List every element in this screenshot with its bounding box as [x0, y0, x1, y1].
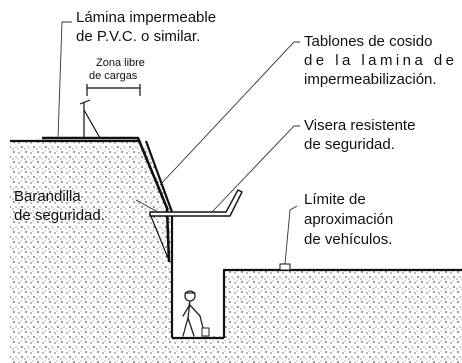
leader-barandilla — [135, 199, 159, 213]
label-visera-line1: Visera resistente — [304, 117, 415, 134]
label-limite-line3: de vehículos. — [304, 231, 392, 248]
label-limite-line1: Límite de — [304, 191, 366, 208]
label-tablones-line3: impermeabilización. — [304, 71, 437, 88]
label-visera-line2: de seguridad. — [304, 136, 395, 153]
soil-right-mass — [224, 270, 462, 363]
visor-strut — [149, 213, 169, 259]
guard-rail-brace — [83, 109, 101, 139]
label-zona-line2: de cargas — [89, 70, 138, 82]
leader-visera — [211, 125, 300, 213]
label-tablones-line1: Tablones de cosido — [304, 33, 432, 50]
label-barandilla-line1: Barandilla — [14, 188, 81, 205]
label-limite-line2: aproximación — [304, 211, 393, 228]
vehicle-limit-marker — [279, 263, 291, 271]
label-tablones-line2: de la lamina de — [304, 52, 454, 69]
label-zona-line1: Zona libre — [96, 57, 145, 69]
guard-rail-top — [79, 99, 91, 105]
leader-limite — [284, 205, 298, 265]
leader-tablones — [159, 41, 300, 186]
worker-figure — [182, 290, 210, 337]
trench-cavity-lower — [172, 210, 224, 336]
label-lamina-line2: de P.V.C. o similar. — [76, 28, 200, 45]
safety-visor — [149, 189, 243, 217]
trench-wall-right — [222, 268, 462, 338]
leader-lamina — [57, 21, 72, 139]
label-lamina-line1: Lámina impermeable — [76, 9, 216, 26]
impermeable-liner — [42, 136, 171, 263]
free-zone-dimension — [86, 84, 141, 96]
label-barandilla-line2: de seguridad. — [14, 207, 105, 224]
